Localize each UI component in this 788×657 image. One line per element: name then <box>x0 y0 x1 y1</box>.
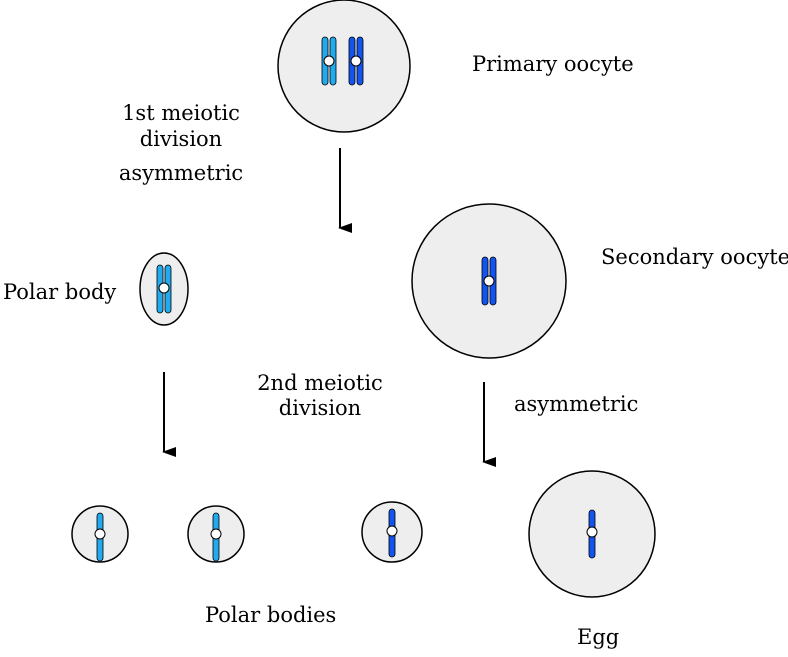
second-division-label-line2: division <box>278 396 362 420</box>
polar-body-1 <box>71 505 129 563</box>
primary-oocyte-label: Primary oocyte <box>472 52 634 76</box>
first-division-label-line1: 1st meiotic <box>122 101 240 125</box>
chromosome-pair-light <box>321 36 337 86</box>
polar-bodies-label: Polar bodies <box>205 603 337 627</box>
secondary-oocyte-label: Secondary oocyte <box>601 245 788 269</box>
chromosome-pair-light <box>156 264 172 314</box>
asymmetric-top-label: asymmetric <box>118 161 244 185</box>
polar-body-3 <box>361 501 423 563</box>
egg-cell <box>528 470 656 598</box>
chromosome-pair-dark <box>348 36 364 86</box>
polar-body-2 <box>187 505 245 563</box>
first-polar-body-cell <box>139 252 189 326</box>
egg-label: Egg <box>577 625 620 649</box>
asymmetric-bottom-label: asymmetric <box>514 392 639 416</box>
second-division-label-line1: 2nd meiotic <box>257 371 383 395</box>
first-division-label-line2: division <box>139 127 223 151</box>
polar-body-label: Polar body <box>3 280 117 304</box>
chromosome-pair-dark <box>481 256 497 306</box>
secondary-oocyte-cell <box>411 203 567 359</box>
primary-oocyte-cell <box>277 0 411 133</box>
